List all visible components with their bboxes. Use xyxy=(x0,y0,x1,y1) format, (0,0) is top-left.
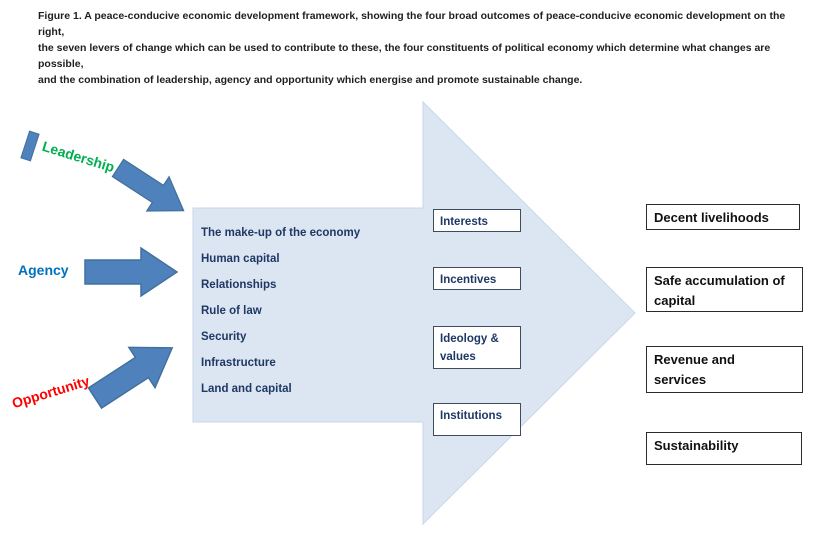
lever-human-capital: Human capital xyxy=(201,253,280,265)
opportunity-arrow xyxy=(87,346,174,410)
caption-line-2: the seven levers of change which can be … xyxy=(38,42,771,70)
caption-line-1: Figure 1. A peace-conducive economic dev… xyxy=(38,10,786,38)
constituent-label-line2: values xyxy=(440,351,476,363)
outcome-label-line2: services xyxy=(654,372,707,387)
constituent-box-incentives: Incentives xyxy=(433,267,521,290)
outcome-box-revenue-services: Revenue and services xyxy=(646,346,803,393)
figure-caption: Figure 1. A peace-conducive economic dev… xyxy=(38,8,810,88)
constituent-box-institutions: Institutions xyxy=(433,403,521,436)
agency-arrow xyxy=(84,246,179,298)
big-block-arrow xyxy=(192,100,636,526)
constituent-label: Ideology & xyxy=(440,333,499,345)
outcome-box-sustainability: Sustainability xyxy=(646,432,802,465)
lever-relationships: Relationships xyxy=(201,279,277,291)
caption-line-3: and the combination of leadership, agenc… xyxy=(38,74,583,86)
constituent-label: Interests xyxy=(440,216,488,228)
outcome-box-safe-accumulation: Safe accumulation of capital xyxy=(646,267,803,312)
outcome-label: Decent livelihoods xyxy=(654,210,769,225)
constituent-label: Incentives xyxy=(440,274,497,286)
constituent-box-ideology-values: Ideology & values xyxy=(433,326,521,369)
outcome-box-decent-livelihoods: Decent livelihoods xyxy=(646,204,800,230)
lever-land-and-capital: Land and capital xyxy=(201,383,292,395)
lever-infrastructure: Infrastructure xyxy=(201,357,276,369)
outcome-label: Revenue and xyxy=(654,352,735,367)
outcome-label-line2: capital xyxy=(654,293,696,308)
lever-make-up-of-economy: The make-up of the economy xyxy=(201,227,361,239)
lever-rule-of-law: Rule of law xyxy=(201,305,262,317)
outcome-label: Safe accumulation of xyxy=(654,273,785,288)
constituent-box-interests: Interests xyxy=(433,209,521,232)
levers-list: The make-up of the economy Human capital… xyxy=(201,220,421,402)
constituent-label: Institutions xyxy=(440,410,502,422)
leadership-arrow xyxy=(111,158,185,212)
lever-security: Security xyxy=(201,331,247,343)
outcome-label: Sustainability xyxy=(654,438,739,453)
leadership-bar xyxy=(20,130,40,162)
agency-label: Agency xyxy=(18,262,69,278)
